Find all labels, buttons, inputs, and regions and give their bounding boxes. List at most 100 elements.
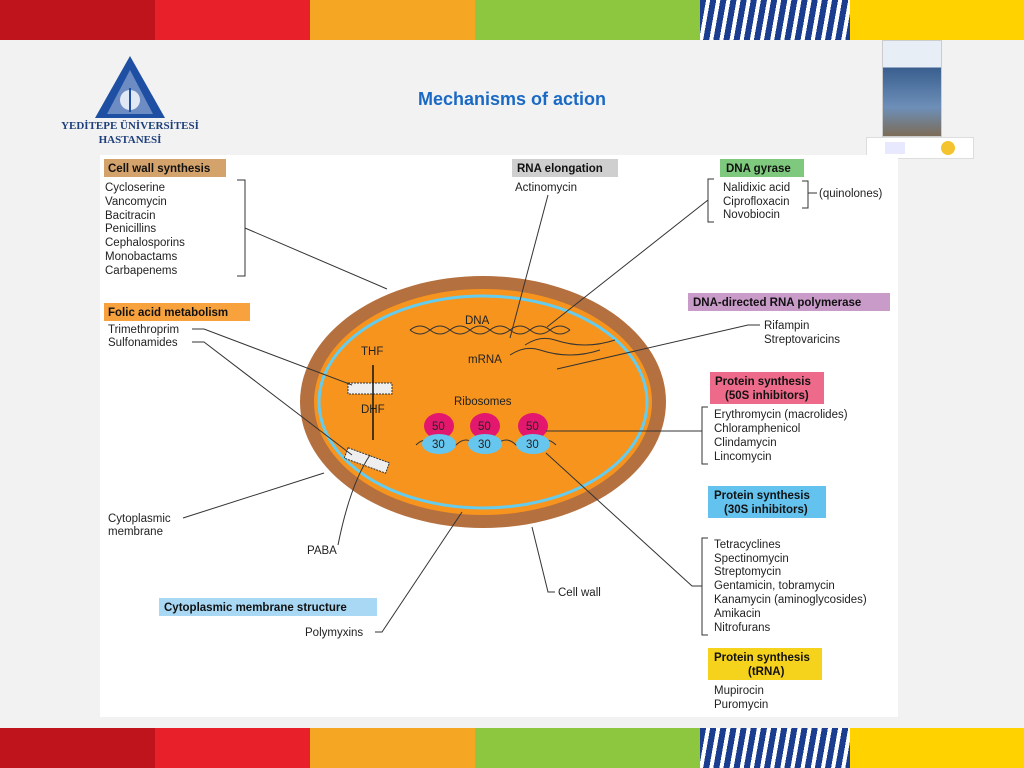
p30-item: Gentamicin, tobramycin bbox=[714, 580, 835, 592]
cell-wall-item: Carbapenems bbox=[105, 265, 177, 277]
p50-header-box bbox=[710, 372, 824, 404]
cytomem-leader bbox=[182, 472, 325, 519]
cell-wall-item: Monobactams bbox=[105, 251, 177, 263]
p30-item: Spectinomycin bbox=[714, 553, 789, 565]
dna-gyrase-item: Novobiocin bbox=[723, 209, 780, 221]
dna-label: DNA bbox=[465, 315, 490, 327]
cytomem-label-2: membrane bbox=[108, 526, 163, 538]
cell-wall-leader bbox=[531, 526, 555, 593]
p50-header-sub: (50S inhibitors) bbox=[725, 390, 809, 402]
folic-leader-1 bbox=[192, 328, 353, 386]
dna-strand-2 bbox=[409, 325, 571, 335]
p50-item: Clindamycin bbox=[714, 437, 777, 449]
cytomem-item: Polymyxins bbox=[305, 627, 363, 639]
dna-gyrase-item: Ciprofloxacin bbox=[723, 196, 789, 208]
ribosome-50s-icon bbox=[518, 413, 548, 439]
ribosome-50s-icon bbox=[470, 413, 500, 439]
cell-wall-item: Penicillins bbox=[105, 223, 156, 235]
trna-item: Puromycin bbox=[714, 699, 768, 711]
folic-leader-2 bbox=[192, 341, 353, 456]
rna-elongation-header: RNA elongation bbox=[517, 163, 603, 175]
quinolones-note: (quinolones) bbox=[819, 188, 882, 200]
p50-header: Protein synthesis bbox=[715, 376, 811, 388]
ribosome-2: 50 30 bbox=[468, 413, 502, 454]
ribosome-50-label: 50 bbox=[526, 421, 539, 433]
page-title: Mechanisms of action bbox=[417, 89, 607, 109]
p30-item: Nitrofurans bbox=[714, 622, 770, 634]
folic-header-box bbox=[104, 303, 250, 321]
thf-block-icon bbox=[347, 382, 393, 395]
diagram-canvas: DNA mRNA THF DHF PABA Ribosomes 50 30 50… bbox=[100, 155, 898, 717]
mechanisms-diagram: DNA mRNA THF DHF PABA Ribosomes 50 30 50… bbox=[104, 159, 890, 711]
ribosomes-label: Ribosomes bbox=[454, 396, 512, 408]
p30-bracket bbox=[545, 452, 708, 636]
p30-item: Tetracyclines bbox=[714, 539, 781, 551]
cytoplasmic-membrane-ring bbox=[317, 294, 649, 510]
dna-gyrase-header-box bbox=[720, 159, 804, 177]
paba-label: PABA bbox=[307, 545, 337, 557]
cell-wall-header-box bbox=[104, 159, 226, 177]
quinolones-bracket bbox=[802, 180, 817, 209]
dach-logo-icon bbox=[885, 142, 905, 154]
mrna-strand bbox=[509, 347, 601, 356]
trna-item: Mupirocin bbox=[714, 685, 764, 697]
cell-wall-item: Vancomycin bbox=[105, 196, 167, 208]
rna-pol-header: DNA-directed RNA polymerase bbox=[693, 297, 861, 309]
p30-header-sub: (30S inhibitors) bbox=[724, 504, 808, 516]
ribosome-50-label: 50 bbox=[478, 421, 491, 433]
p50-item: Lincomycin bbox=[714, 451, 772, 463]
logo-name-line1: YEDİTEPE ÜNİVERSİTESİ bbox=[61, 120, 199, 132]
folic-item: Trimethroprim bbox=[108, 324, 179, 336]
folic-item: Sulfonamides bbox=[108, 337, 178, 349]
rna-pol-leader bbox=[556, 324, 760, 370]
partner-badge-icon bbox=[941, 141, 955, 155]
rna-elongation-leader bbox=[509, 194, 549, 339]
dna-gyrase-header: DNA gyrase bbox=[726, 163, 791, 175]
p50-item: Erythromycin (macrolides) bbox=[714, 409, 848, 421]
ribosome-30s-icon bbox=[422, 434, 456, 454]
p30-item: Kanamycin (aminoglycosides) bbox=[714, 594, 867, 606]
cell-wall-label: Cell wall bbox=[558, 587, 601, 599]
dna-gyrase-item: Nalidixic acid bbox=[723, 182, 790, 194]
rna-pol-header-box bbox=[688, 293, 890, 311]
logo-mark-icon bbox=[95, 56, 165, 118]
cell-wall-item: Cycloserine bbox=[105, 182, 165, 194]
ribosome-30-label: 30 bbox=[526, 439, 539, 451]
logo-name-line2: HASTANESİ bbox=[98, 134, 162, 146]
p30-header: Protein synthesis bbox=[714, 490, 810, 502]
p30-header-box bbox=[708, 486, 826, 518]
p50-bracket bbox=[546, 406, 708, 465]
folic-header: Folic acid metabolism bbox=[108, 307, 228, 319]
p30-item: Amikacin bbox=[714, 608, 761, 620]
cell-wall-bracket bbox=[237, 179, 388, 290]
ribosome-30s-icon bbox=[468, 434, 502, 454]
trna-header: Protein synthesis bbox=[714, 652, 810, 664]
cytomem-header: Cytoplasmic membrane structure bbox=[164, 602, 347, 614]
cell-wall-header: Cell wall synthesis bbox=[108, 163, 210, 175]
p50-item: Chloramphenicol bbox=[714, 423, 800, 435]
rna-pol-item: Streptovaricins bbox=[764, 334, 840, 346]
rna-pol-item: Rifampin bbox=[764, 320, 809, 332]
cytomem-label: Cytoplasmic bbox=[108, 513, 171, 525]
ribosome-50s-icon bbox=[424, 413, 454, 439]
building-photo bbox=[882, 40, 942, 137]
partner-logos bbox=[866, 137, 974, 159]
trna-header-sub: (tRNA) bbox=[748, 666, 785, 678]
ribosome-1: 50 30 bbox=[422, 413, 456, 454]
thf-label: THF bbox=[361, 346, 383, 358]
p30-item: Streptomycin bbox=[714, 566, 781, 578]
hospital-logo: YEDİTEPE ÜNİVERSİTESİ HASTANESİ bbox=[55, 48, 205, 153]
cell-wall-item: Cephalosporins bbox=[105, 237, 185, 249]
cell-wall-item: Bacitracin bbox=[105, 210, 156, 222]
paba-arrow bbox=[337, 454, 371, 546]
mrna-label: mRNA bbox=[468, 354, 502, 366]
ribosome-30-label: 30 bbox=[432, 439, 445, 451]
trna-header-box bbox=[708, 648, 822, 680]
ribosome-3: 50 30 bbox=[516, 413, 550, 454]
cytomem-structure-leader bbox=[375, 511, 463, 633]
top-color-band bbox=[0, 0, 1024, 40]
ribosome-50-label: 50 bbox=[432, 421, 445, 433]
bottom-color-band bbox=[0, 728, 1024, 768]
ribosome-30s-icon bbox=[516, 434, 550, 454]
mrna-strand-2 bbox=[524, 337, 616, 346]
